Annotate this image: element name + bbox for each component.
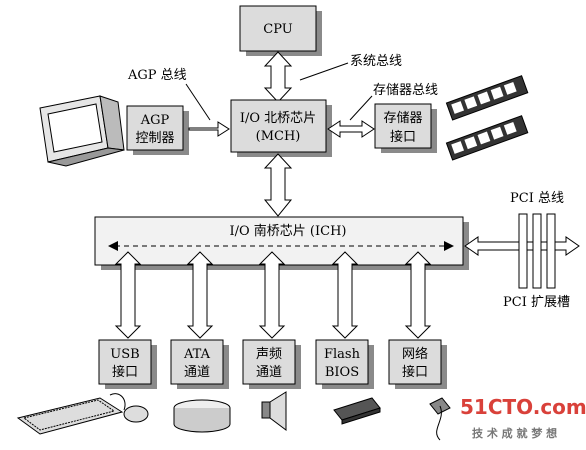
pci-slot-label: PCI 扩展槽 [503, 295, 570, 310]
svg-text:通道: 通道 [184, 365, 210, 380]
cpu-block: CPU [239, 5, 322, 56]
system-bus-label: 系统总线 [350, 54, 402, 69]
agp-controller-block: AGP 控制器 [126, 105, 189, 155]
ich-label: I/O 南桥芯片 (ICH) [229, 223, 346, 239]
pci-bus-label: PCI 总线 [510, 191, 564, 206]
svg-text:接口: 接口 [402, 364, 428, 380]
watermark-site: 51CTO.com [460, 395, 586, 419]
ata-block: ATA 通道 [170, 339, 229, 389]
pci-slots-icon [518, 213, 556, 289]
bios-chip-icon [333, 397, 381, 425]
audio-block: 声频 通道 [242, 339, 301, 389]
agp-bus-arrow [188, 121, 230, 137]
watermark-logo: 51CTO.com 技 术 成 就 梦 想 [460, 395, 586, 440]
keyboard-icon [16, 397, 124, 435]
svg-text:USB: USB [110, 347, 139, 362]
mem-if-line2: 接口 [390, 129, 416, 145]
mem-if-line1: 存储器 [383, 111, 422, 126]
svg-text:BIOS: BIOS [325, 365, 359, 380]
svg-text:网络: 网络 [402, 346, 428, 362]
agp-ctrl-line2: 控制器 [135, 131, 174, 146]
speaker-icon [261, 391, 287, 431]
usb-block: USB 接口 [98, 339, 157, 389]
svg-text:声频: 声频 [256, 347, 282, 362]
mouse-icon [109, 393, 149, 423]
mch-block: I/O 北桥芯片 (MCH) [230, 99, 332, 157]
svg-text:接口: 接口 [112, 364, 138, 380]
system-bus-arrow [263, 51, 293, 103]
mch-label-line2: (MCH) [256, 129, 301, 144]
svg-text:Flash: Flash [324, 347, 361, 362]
network-connector-icon [429, 397, 451, 441]
agp-ctrl-line1: AGP [140, 113, 170, 128]
disk-drive-icon [173, 399, 231, 433]
memory-bus-arrow [327, 120, 375, 138]
mch-label-line1: I/O 北桥芯片 [240, 111, 316, 126]
cpu-label: CPU [263, 22, 292, 37]
device-arrows [114, 251, 432, 339]
svg-text:ATA: ATA [183, 347, 211, 362]
memory-bus-label: 存储器总线 [373, 83, 438, 98]
flash-bios-block: Flash BIOS [315, 339, 374, 389]
svg-text:通道: 通道 [256, 365, 282, 380]
network-block: 网络 接口 [388, 339, 447, 389]
monitor-icon [39, 95, 125, 167]
mch-ich-arrow [263, 153, 293, 217]
watermark-slogan: 技 术 成 就 梦 想 [472, 426, 557, 440]
memory-modules-icon [445, 75, 529, 161]
agp-bus-label: AGP 总线 [127, 68, 187, 83]
memory-interface-block: 存储器 接口 [374, 103, 437, 153]
